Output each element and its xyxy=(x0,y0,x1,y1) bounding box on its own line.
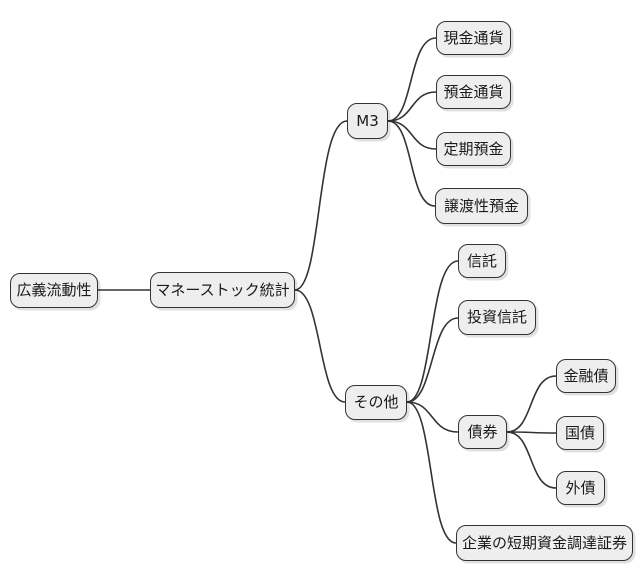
node-money-stock-statistics: マネーストック統計 xyxy=(150,272,295,308)
node-trust: 信託 xyxy=(458,244,506,278)
edge-m3-negotiable-deposits xyxy=(387,120,436,207)
edge-m3-deposit-currency xyxy=(387,91,437,122)
edge-m3-time-deposits xyxy=(387,120,437,150)
node-government-bonds: 国債 xyxy=(556,416,604,450)
edge-others-trust xyxy=(406,260,459,403)
node-time-deposits: 定期預金 xyxy=(436,132,511,166)
edge-money-stock-m3 xyxy=(294,120,348,291)
node-broad-liquidity: 広義流動性 xyxy=(10,273,98,308)
node-negotiable-deposits: 譲渡性預金 xyxy=(435,188,528,224)
node-investment-trust: 投資信託 xyxy=(458,300,536,335)
node-corporate-short-term-funding-securities: 企業の短期資金調達証券 xyxy=(456,525,633,561)
edge-others-corporate-short-term xyxy=(406,401,457,544)
edge-m3-cash-currency xyxy=(387,37,437,122)
edge-others-investment-trust xyxy=(406,317,459,403)
node-cash-currency: 現金通貨 xyxy=(436,21,511,55)
node-others: その他 xyxy=(345,385,407,420)
edge-bonds-government-bonds xyxy=(506,431,557,434)
edge-bonds-foreign-bonds xyxy=(506,431,557,489)
edge-money-stock-others xyxy=(294,289,346,403)
edge-others-bonds xyxy=(406,401,459,433)
edge-bonds-financial-bonds xyxy=(506,375,557,433)
node-m3: M3 xyxy=(347,103,388,139)
node-bonds: 債券 xyxy=(458,415,507,449)
node-financial-bonds: 金融債 xyxy=(556,359,616,393)
node-foreign-bonds: 外債 xyxy=(556,471,605,505)
node-deposit-currency: 預金通貨 xyxy=(436,75,511,109)
